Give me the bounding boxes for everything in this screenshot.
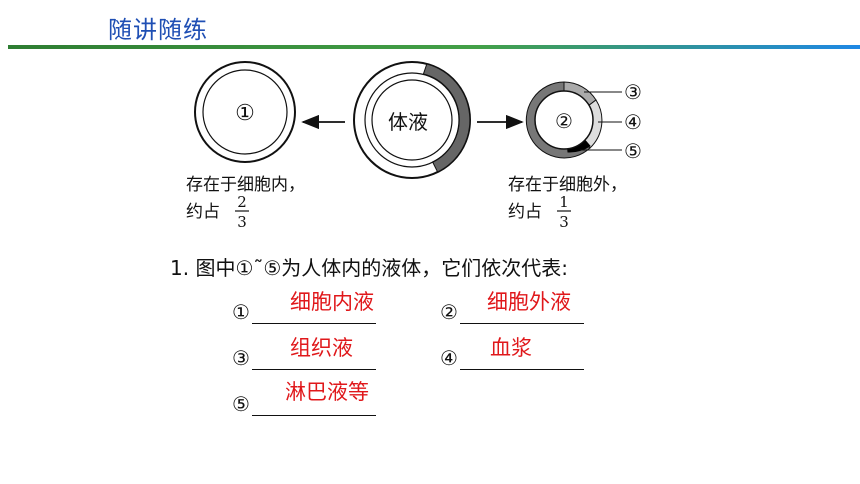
circle-2-label: ②	[555, 109, 573, 133]
blank-1-marker: ①	[232, 300, 250, 324]
circle-1-label: ①	[235, 101, 255, 126]
blank-4-marker: ④	[440, 346, 458, 370]
left-fraction-numerator: 2	[237, 193, 247, 211]
answer-4: 血浆	[490, 336, 532, 360]
blank-2-line	[459, 303, 584, 324]
blank-4-line	[459, 349, 584, 370]
blank-1-line	[251, 303, 376, 324]
right-fraction-denominator: 3	[559, 213, 569, 231]
right-caption-line1: 存在于细胞外，	[508, 175, 627, 195]
blank-1: ①	[232, 300, 376, 324]
blank-5-line	[251, 395, 376, 416]
left-fraction-denominator: 3	[237, 213, 247, 231]
label-5: ⑤	[624, 139, 642, 163]
extracellular-circle	[525, 81, 603, 159]
page-title: 随讲随练	[108, 16, 208, 44]
body-fluid-circle	[353, 61, 471, 179]
center-label: 体液	[388, 110, 428, 134]
right-fraction-numerator: 1	[559, 193, 569, 211]
blank-4: ④	[440, 346, 584, 370]
label-4: ④	[624, 110, 642, 134]
label-3: ③	[624, 80, 642, 104]
blank-3-marker: ③	[232, 346, 250, 370]
left-caption-line1: 存在于细胞内，	[186, 175, 305, 195]
answer-2: 细胞外液	[487, 290, 571, 314]
blank-2: ②	[440, 300, 584, 324]
blank-2-marker: ②	[440, 300, 458, 324]
intracellular-circle	[194, 61, 296, 163]
question-text: 1. 图中①˜⑤为人体内的液体，它们依次代表:	[170, 256, 569, 280]
answer-3: 组织液	[290, 336, 353, 360]
answer-5: 淋巴液等	[285, 380, 369, 404]
blank-3: ③	[232, 346, 376, 370]
blank-5: ⑤	[232, 392, 376, 416]
header-divider	[8, 45, 860, 49]
blank-3-line	[251, 349, 376, 370]
left-caption-prefix: 约占	[186, 202, 220, 222]
answer-1: 细胞内液	[290, 290, 374, 314]
right-caption-prefix: 约占	[508, 202, 542, 222]
blank-5-marker: ⑤	[232, 392, 250, 416]
